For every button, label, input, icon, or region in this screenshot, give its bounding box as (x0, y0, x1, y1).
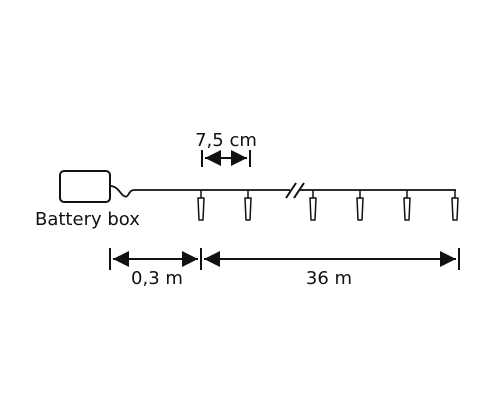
spacing-dimension: 7,5 cm (195, 130, 257, 167)
break-mark-2 (293, 182, 305, 199)
bulb (451, 190, 459, 221)
bulb (356, 190, 364, 221)
break-mark-1 (285, 182, 297, 199)
light-string (109, 182, 456, 199)
spacing-label: 7,5 cm (195, 130, 257, 151)
bulbs (197, 190, 459, 221)
bulb (309, 190, 317, 221)
battery-box-label: Battery box (35, 209, 140, 230)
battery-box-shape (59, 170, 111, 203)
bulb (197, 190, 205, 221)
battery-box: Battery box (35, 170, 140, 230)
bulb (403, 190, 411, 221)
battery-lead-wire (109, 185, 200, 198)
lead-length-label: 0,3 m (131, 268, 183, 289)
length-dimensions: 0,3 m 36 m (109, 248, 460, 289)
bulb (244, 190, 252, 221)
string-length-label: 36 m (306, 268, 352, 289)
